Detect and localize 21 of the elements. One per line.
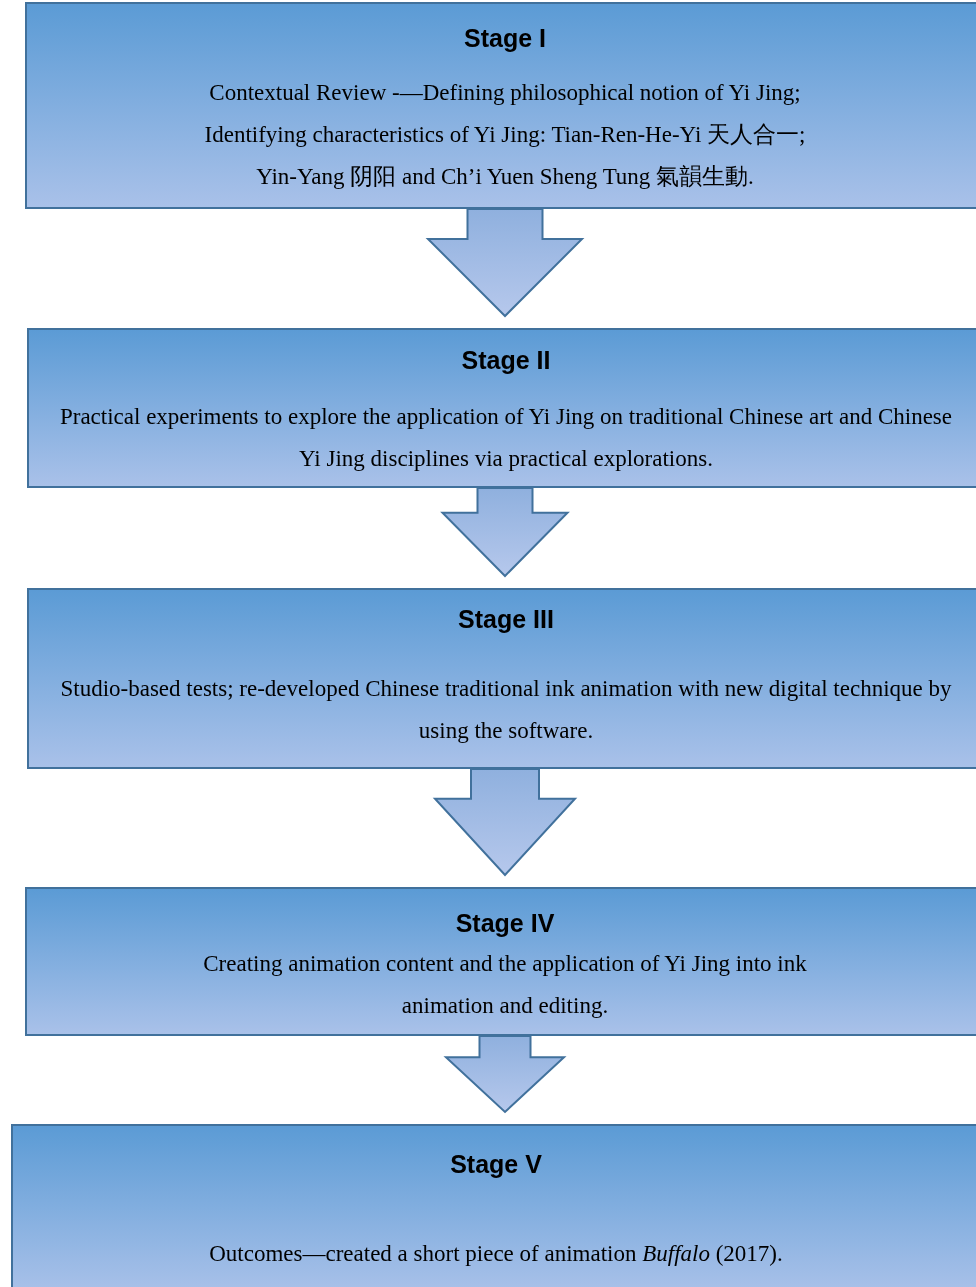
stage-description: Identifying characteristics of Yi Jing: Tian-Ren-He-Yi 天人合一; (204, 121, 806, 149)
stage-title: Stage I (464, 24, 546, 53)
stage-box (25, 2, 976, 209)
stage-title: Stage V (450, 1150, 542, 1179)
block-arrow (440, 487, 570, 578)
stage-title: Stage IV (455, 909, 555, 938)
stage-description: Contextual Review -—Defining philosophical notion of Yi Jing; (209, 79, 801, 107)
stage-box (25, 887, 976, 1036)
stage-description: Practical experiments to explore the application of Yi Jing on traditional Chinese art and Chinese Yi Jing disciplines via practical explorations. (58, 403, 954, 473)
stage-title: Stage III (458, 605, 554, 634)
block-arrow (432, 768, 578, 877)
stage-description: Studio-based tests; re-developed Chinese traditional ink animation with new digital technique by using the software. (59, 675, 953, 745)
block-arrow (425, 208, 585, 318)
stage-description: Yin-Yang 阴阳 and Ch’i Yuen Sheng Tung 氣韻生動. (256, 163, 754, 191)
stage-box (27, 328, 976, 488)
block-arrow (443, 1035, 567, 1114)
stage-description: Creating animation content and the application of Yi Jing into ink animation and editing. (202, 950, 808, 1020)
stage-title: Stage II (461, 346, 551, 375)
stage-box (11, 1124, 976, 1287)
stage-box (27, 588, 976, 769)
stage-description: Outcomes—created a short piece of animation Buffalo (2017). (209, 1240, 783, 1268)
